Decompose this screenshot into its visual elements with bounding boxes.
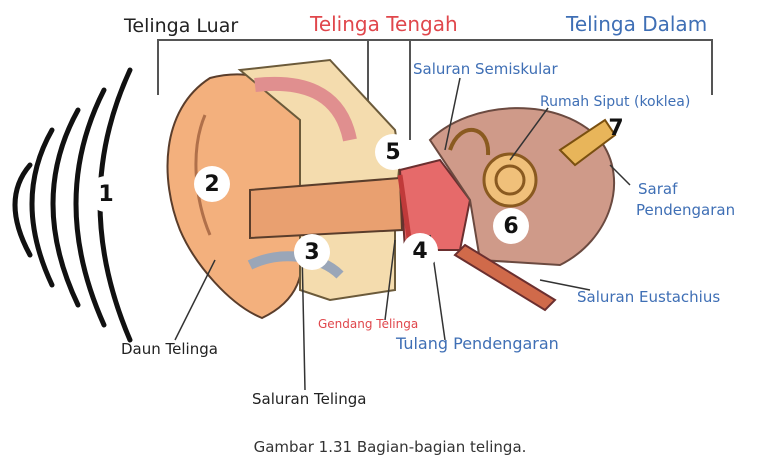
header-middle-ear: Telinga Tengah: [310, 12, 458, 36]
label-eustachian-tube: Saluran Eustachius: [577, 288, 721, 306]
sound-waves: [12, 67, 133, 343]
label-ear-canal: Saluran Telinga: [252, 390, 367, 408]
marker-7: 7: [608, 115, 624, 141]
marker-3: 3: [294, 234, 330, 270]
marker-5: 5: [375, 134, 411, 170]
label-ossicles: Tulang Pendengaran: [396, 334, 559, 353]
marker-1: 1: [88, 176, 124, 212]
header-inner-ear: Telinga Dalam: [566, 12, 708, 36]
label-auditory-nerve-2: Pendengaran: [636, 201, 736, 219]
label-cochlea: Rumah Siput (koklea): [540, 94, 691, 110]
eustachian-tube: [453, 243, 557, 312]
figure-caption: Gambar 1.31 Bagian-bagian telinga.: [253, 438, 527, 456]
ear-canal: [249, 176, 404, 240]
label-semicircular-canal: Saluran Semiskular: [413, 60, 558, 78]
middle-ear: [397, 158, 472, 251]
header-outer-ear: Telinga Luar: [124, 15, 239, 37]
label-eardrum: Gendang Telinga: [318, 317, 419, 331]
marker-2: 2: [194, 166, 230, 202]
marker-6: 6: [493, 208, 529, 244]
label-pinna: Daun Telinga: [121, 340, 218, 358]
label-auditory-nerve-1: Saraf: [638, 180, 678, 198]
inner-ear: [428, 107, 617, 267]
marker-4: 4: [402, 233, 438, 269]
